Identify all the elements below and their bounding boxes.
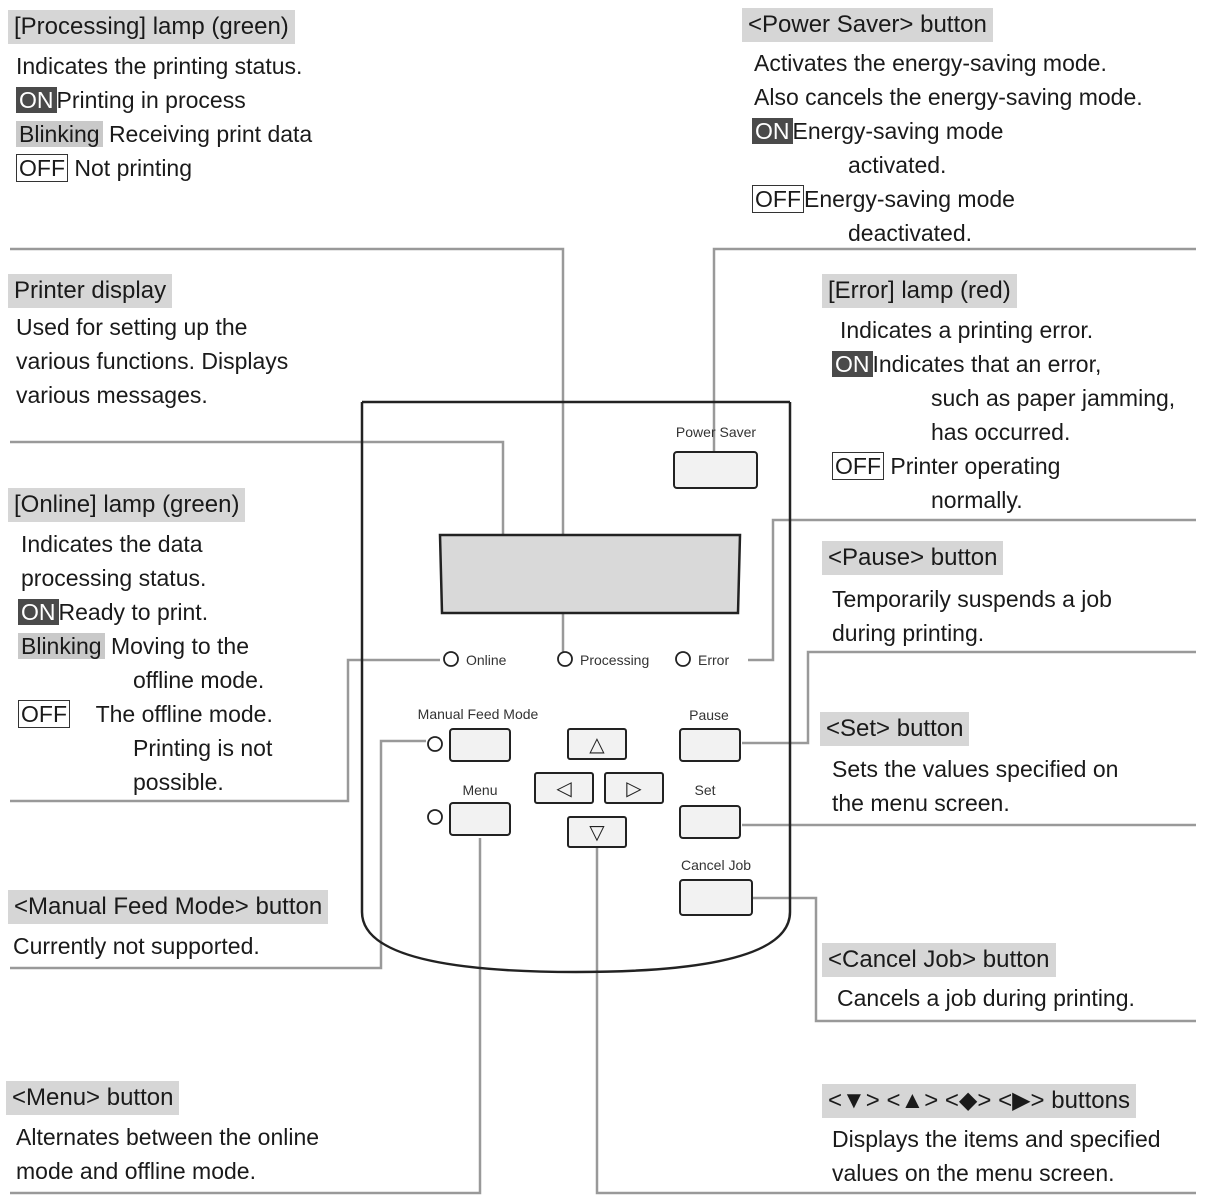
off-badge: OFF xyxy=(832,452,884,480)
on-badge: ON xyxy=(16,87,57,113)
power-saver-desc1: Activates the energy-saving mode. xyxy=(754,50,1107,76)
pause-title: <Pause> button xyxy=(822,541,1004,575)
right-arrow-button xyxy=(604,772,664,804)
left-arrow-button xyxy=(534,772,594,804)
online-lamp-title: [Online] lamp (green) xyxy=(8,488,246,522)
manual-feed-lamp xyxy=(427,736,443,752)
manual-feed-title: <Manual Feed Mode> button xyxy=(8,890,329,924)
set-desc2: the menu screen. xyxy=(832,790,1010,816)
off-badge: OFF xyxy=(752,185,804,213)
down-arrow-icon: ▽ xyxy=(589,820,605,844)
down-arrow-button xyxy=(567,816,627,848)
processing-blinking-text: Receiving print data xyxy=(108,121,313,147)
online-label: Online xyxy=(466,652,507,668)
blinking-badge: Blinking xyxy=(16,121,103,147)
menu-label: Menu xyxy=(462,782,497,798)
menu-title: <Menu> button xyxy=(6,1081,180,1115)
arrow-buttons-desc1: Displays the items and specified xyxy=(832,1126,1161,1152)
power-saver-desc2: Also cancels the energy-saving mode. xyxy=(754,84,1143,110)
online-on-text: Ready to print. xyxy=(58,599,209,625)
error-on-text2: such as paper jamming, xyxy=(931,385,1176,411)
online-off-text2: Printing is not xyxy=(133,735,273,761)
processing-off-row: OFF Not printing xyxy=(16,151,192,185)
error-label: Error xyxy=(698,652,729,668)
left-arrow-icon: ◁ xyxy=(555,776,572,800)
power-saver-on-text: Energy-saving mode xyxy=(792,118,1004,144)
manual-feed-label: Manual Feed Mode xyxy=(418,706,539,722)
processing-desc: Indicates the printing status. xyxy=(16,53,303,79)
panel-outline xyxy=(360,402,792,974)
on-badge: ON xyxy=(832,351,873,377)
manual-feed-button xyxy=(449,728,511,762)
power-saver-label: Power Saver xyxy=(676,424,756,440)
processing-blinking-row: Blinking Receiving print data xyxy=(16,117,312,151)
online-off-row: OFF The offline mode. xyxy=(18,697,273,731)
printer-display-title: Printer display xyxy=(8,274,173,308)
online-blinking-text: Moving to the xyxy=(110,633,250,659)
pause-label: Pause xyxy=(689,707,729,723)
error-desc: Indicates a printing error. xyxy=(840,317,1094,343)
power-saver-title: <Power Saver> button xyxy=(742,8,993,42)
online-desc1: Indicates the data xyxy=(21,531,203,557)
menu-lamp xyxy=(427,809,443,825)
power-saver-button xyxy=(673,451,758,489)
error-on-text: Indicates that an error, xyxy=(872,351,1102,377)
online-off-text3: possible. xyxy=(133,769,224,795)
menu-desc1: Alternates between the online xyxy=(16,1124,320,1150)
on-badge: ON xyxy=(752,118,793,144)
off-badge: OFF xyxy=(18,700,70,728)
processing-on-text: Printing in process xyxy=(56,87,246,113)
pause-desc1: Temporarily suspends a job xyxy=(832,586,1112,612)
menu-desc2: mode and offline mode. xyxy=(16,1158,256,1184)
off-badge: OFF xyxy=(16,154,68,182)
online-blinking-row: Blinking Moving to the xyxy=(18,629,249,663)
processing-lamp xyxy=(557,651,573,667)
set-title: <Set> button xyxy=(820,712,970,746)
cancel-job-label: Cancel Job xyxy=(681,857,751,873)
processing-label: Processing xyxy=(580,652,649,668)
printer-display-desc2: various functions. Displays xyxy=(16,348,289,374)
on-badge: ON xyxy=(18,599,59,625)
error-lamp xyxy=(675,651,691,667)
pause-button xyxy=(679,728,741,762)
online-off-text: The offline mode. xyxy=(95,701,273,727)
error-off-text: Printer operating xyxy=(890,453,1061,479)
cancel-job-button xyxy=(679,879,753,916)
power-saver-off-text: Energy-saving mode xyxy=(804,186,1015,212)
processing-lamp-title: [Processing] lamp (green) xyxy=(8,10,295,44)
manual-feed-desc: Currently not supported. xyxy=(13,933,260,959)
online-lamp xyxy=(443,651,459,667)
error-on-text3: has occurred. xyxy=(931,419,1071,445)
printer-display-desc3: various messages. xyxy=(16,382,208,408)
set-label: Set xyxy=(694,782,715,798)
error-off-row: OFF Printer operating xyxy=(832,449,1060,483)
up-arrow-button xyxy=(567,728,627,760)
power-saver-off-text2: deactivated. xyxy=(848,220,973,246)
cancel-job-desc: Cancels a job during printing. xyxy=(837,985,1135,1011)
online-desc2: processing status. xyxy=(21,565,207,591)
right-arrow-icon: ▷ xyxy=(626,776,642,800)
processing-off-text: Not printing xyxy=(74,155,193,181)
online-blinking-text2: offline mode. xyxy=(133,667,265,693)
arrow-buttons-title: <▼> <▲> <◆> <▶> buttons xyxy=(822,1084,1136,1118)
menu-button xyxy=(449,802,511,836)
pause-desc2: during printing. xyxy=(832,620,985,646)
power-saver-on-text2: activated. xyxy=(848,152,947,178)
error-off-text2: normally. xyxy=(931,487,1023,513)
printer-display-screen xyxy=(438,533,742,615)
error-lamp-title: [Error] lamp (red) xyxy=(822,274,1017,308)
up-arrow-icon: △ xyxy=(589,732,605,756)
blinking-badge: Blinking xyxy=(18,633,105,659)
set-button xyxy=(679,805,741,839)
printer-display-desc1: Used for setting up the xyxy=(16,314,248,340)
set-desc1: Sets the values specified on xyxy=(832,756,1119,782)
arrow-buttons-desc2: values on the menu screen. xyxy=(832,1160,1115,1186)
cancel-job-title: <Cancel Job> button xyxy=(822,943,1056,977)
